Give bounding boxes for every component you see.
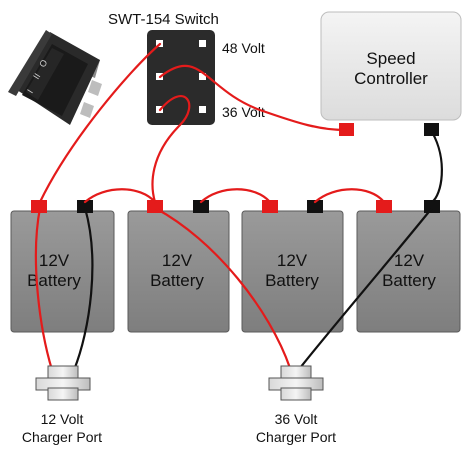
battery-3-negative-terminal [307,200,323,213]
battery-3-positive-terminal [262,200,278,213]
wire-12v-charger-negative [72,206,94,372]
battery-1-label-line2: Battery [27,271,81,290]
svg-text:O: O [37,58,49,69]
battery-4-negative-terminal [424,200,440,213]
switch-title: SWT-154 Switch [108,11,219,28]
wire-battery-1-neg-to-battery-2-pos [83,188,157,204]
wire-battery-2-neg-to-battery-3-pos [199,188,272,204]
battery-3-label-line1: 12V [277,251,308,270]
controller-label-line2: Controller [354,69,428,88]
wire-switch-36v-to-battery-2 [151,95,191,204]
battery-2: 12V Battery [127,200,230,333]
switch-body [147,30,215,125]
wire-switch-common-to-controller [158,64,348,132]
wire-switch-48v-to-battery-1 [38,42,162,204]
wire-battery-3-neg-to-battery-4-pos [313,188,386,204]
battery-4: 12V Battery [356,200,461,333]
switch-label-36: 36 Volt [222,104,265,120]
battery-2-negative-terminal [193,200,209,213]
battery-2-label-line1: 12V [162,251,193,270]
controller-label-line1: Speed [366,49,415,68]
wire-controller-neg-to-battery-4 [430,130,443,204]
charger-36v-label-line1: 36 Volt [275,411,318,427]
battery-1: 12V Battery [10,200,115,333]
battery-1-negative-terminal [77,200,93,213]
svg-text:II: II [31,72,42,82]
wire-12v-charger-positive [34,206,54,372]
battery-4-label-line1: 12V [394,251,425,270]
switch-label-48: 48 Volt [222,40,265,56]
battery-1-label-line1: 12V [39,251,70,270]
rocker-switch-illustration: II O I [8,30,102,125]
wire-36v-charger-negative [298,206,434,370]
battery-4-label-line2: Battery [382,271,436,290]
battery-3-label-line2: Battery [265,271,319,290]
battery-3: 12V Battery [241,200,344,333]
wire-36v-charger-positive [153,206,292,370]
controller-negative-terminal [424,123,439,136]
charger-port-36v [268,365,324,401]
svg-text:I: I [25,88,35,95]
charger-12v-label-line2: Charger Port [22,429,102,445]
speed-controller-box [320,11,462,121]
battery-1-positive-terminal [31,200,47,213]
battery-4-positive-terminal [376,200,392,213]
battery-2-label-line2: Battery [150,271,204,290]
charger-port-12v [35,365,91,401]
charger-12v-label-line1: 12 Volt [41,411,84,427]
charger-36v-label-line2: Charger Port [256,429,336,445]
